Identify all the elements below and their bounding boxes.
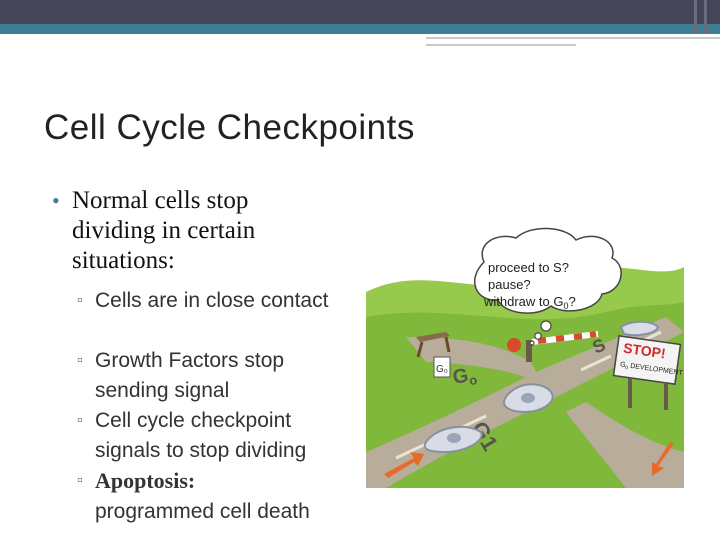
slide-title: Cell Cycle Checkpoints (44, 108, 415, 147)
bubble-line-3: withdraw to G0? (483, 294, 576, 311)
main-bullet-text: Normal cells stop dividing in certain si… (72, 187, 256, 274)
sub-bullet: ▫ Cell cycle checkpoint signals to stop … (77, 406, 347, 466)
main-bullet: • Normal cells stop dividing in certain … (52, 186, 322, 276)
illustration-svg: Go G1 S G₀ STOP! (366, 222, 684, 488)
sub-bullet-bold: Apoptosis: (95, 468, 196, 493)
header-band (0, 0, 720, 24)
stop-sign-text: STOP! (622, 340, 666, 362)
sub-bullet: ▫ Growth Factors stop sending signal (77, 346, 347, 406)
gate-light (507, 338, 521, 352)
sub-bullet: ▫ Cells are in close contact (77, 286, 347, 316)
cell-blob (619, 320, 660, 337)
sub-bullet-marker: ▫ (77, 352, 83, 369)
sub-bullet-rest: programmed cell death (95, 500, 310, 523)
sub-bullet: ▫ Apoptosis: programmed cell death (77, 466, 347, 527)
cell-nucleus (521, 393, 535, 403)
bullet-marker: • (52, 188, 60, 213)
road-g0 (406, 337, 541, 382)
stop-sign: STOP! G0 DEVELOPMENT (612, 335, 684, 410)
sub-bullet-marker: ▫ (77, 472, 83, 489)
bubble-line-2: pause? (488, 277, 531, 292)
gate-post (526, 340, 532, 362)
bubble-line-1: proceed to S? (488, 260, 569, 275)
sub-bullet-marker: ▫ (77, 412, 83, 429)
arrow-icon (384, 452, 424, 478)
sub-bullet-text: Apoptosis: programmed cell death (95, 466, 347, 527)
arrow-icon (652, 442, 674, 476)
small-sign-label: G₀ (436, 364, 448, 375)
barrier-arm (531, 331, 599, 345)
decorative-tick (704, 0, 707, 34)
road-label-g0: Go (451, 363, 478, 391)
picnic-table-icon (416, 332, 451, 358)
decorative-line (426, 37, 720, 39)
header-accent-stripe (0, 24, 720, 34)
sub-bullet-text: Cells are in close contact (95, 289, 329, 312)
thought-bubble: proceed to S? pause? withdraw to G0? (473, 227, 622, 346)
cell-nucleus (447, 433, 461, 443)
decorative-line (426, 44, 576, 46)
sub-bullet-marker: ▫ (77, 292, 83, 309)
sub-bullet-text: Growth Factors stop sending signal (95, 349, 285, 402)
sub-bullet-text: Cell cycle checkpoint signals to stop di… (95, 409, 307, 462)
decorative-tick (694, 0, 697, 34)
cell-cycle-illustration: Go G1 S G₀ STOP! (366, 222, 684, 488)
small-sign (433, 356, 451, 378)
